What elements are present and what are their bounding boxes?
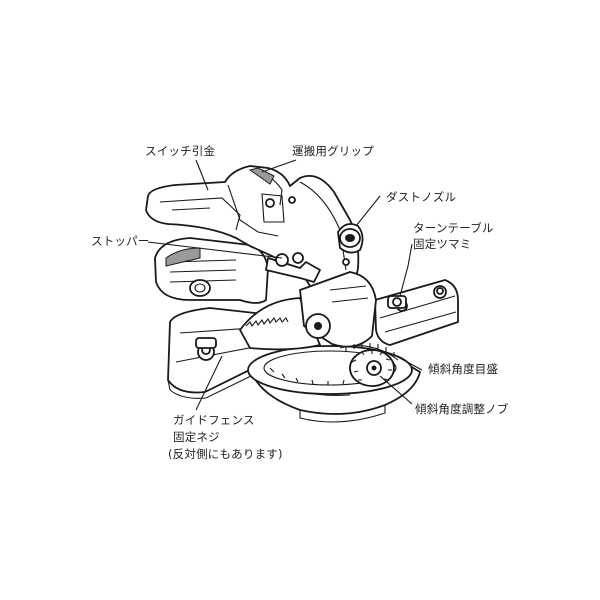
leader-dust-nozzle [355, 195, 381, 227]
stopper-arm [265, 253, 321, 283]
dust-nozzle [337, 223, 364, 254]
leader-tilt-knob [379, 375, 413, 405]
tilt-pivot [299, 271, 377, 348]
label-turntable-knob-line2: 固定ツマミ [413, 237, 472, 251]
leader-lines [147, 159, 423, 411]
label-guide-fence-line2: 固定ネジ [173, 430, 220, 444]
motor-housing [154, 237, 269, 304]
label-stopper: ストッパー [91, 234, 150, 248]
label-turntable-knob-line1: ターンテーブル [413, 221, 494, 235]
label-tilt-angle-adjust-knob: 傾斜角度調整ノブ [415, 402, 509, 416]
turntable-knob [387, 295, 407, 309]
leader-carrying-grip [261, 159, 297, 173]
label-carrying-grip: 運搬用グリップ [292, 144, 374, 158]
leader-turntable-knob [399, 243, 413, 297]
tilt-knob [349, 349, 395, 387]
screws [288, 196, 350, 266]
guide-fence-right [374, 279, 459, 346]
label-guide-fence-line3: (反対側にもあります) [168, 447, 283, 461]
label-dust-nozzle: ダストノズル [386, 190, 457, 204]
leader-stopper [147, 241, 283, 259]
leader-guide-fence [195, 355, 223, 411]
blade [239, 297, 321, 351]
label-tilt-angle-scale: 傾斜角度目盛 [428, 362, 499, 376]
leader-tilt-scale [395, 355, 423, 371]
tilt-scale [339, 343, 399, 361]
label-guide-fence-line1: ガイドフェンス [173, 413, 255, 427]
leader-switch-trigger [195, 159, 209, 191]
label-switch-trigger: スイッチ引金 [145, 144, 216, 158]
